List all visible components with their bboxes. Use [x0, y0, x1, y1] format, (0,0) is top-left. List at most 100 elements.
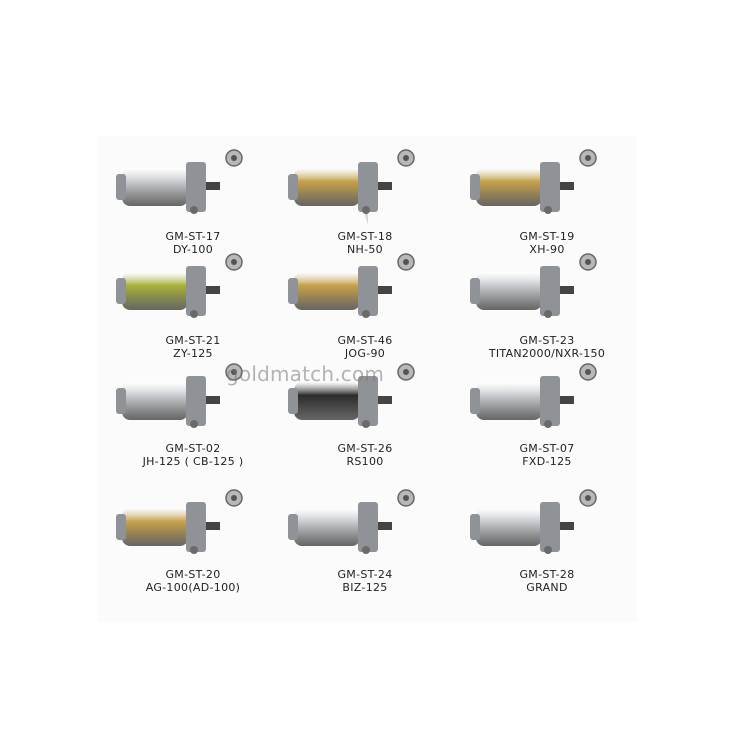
- mounting-hole: [544, 310, 552, 318]
- motor-end-cap: [288, 174, 298, 200]
- motor-body: [476, 168, 542, 206]
- site-watermark: goldmatch.com: [226, 362, 385, 386]
- motor-shaft: [378, 396, 392, 404]
- motor-body: [476, 272, 542, 310]
- motor-end-cap: [116, 514, 126, 540]
- motor-body: [294, 382, 360, 420]
- mounting-hole: [544, 420, 552, 428]
- product-code: GM-ST-46: [337, 334, 393, 347]
- product-code: GM-ST-24: [337, 568, 393, 581]
- motor-body: [122, 382, 188, 420]
- motor-end-cap: [288, 388, 298, 414]
- motor-body: [122, 168, 188, 206]
- motor-end-cap: [288, 278, 298, 304]
- product-model: ZY-125: [173, 347, 213, 360]
- motor-body: [476, 508, 542, 546]
- motor-shaft: [206, 396, 220, 404]
- gear-part: [579, 363, 597, 381]
- starter-motor-image: [116, 489, 243, 554]
- mounting-hole: [190, 420, 198, 428]
- gear-part: [397, 363, 415, 381]
- product-code: GM-ST-21: [165, 334, 221, 347]
- mounting-hole: [362, 310, 370, 318]
- mounting-hole: [190, 546, 198, 554]
- starter-motor-image: [470, 489, 597, 554]
- mounting-hole: [362, 546, 370, 554]
- motor-housing: [358, 162, 378, 212]
- motor-shaft: [560, 522, 574, 530]
- motor-housing: [186, 266, 206, 316]
- mounting-hole: [544, 546, 552, 554]
- gear-part: [225, 363, 243, 381]
- gear-part: [579, 489, 597, 507]
- mounting-hole: [544, 206, 552, 214]
- motor-housing: [358, 502, 378, 552]
- gear-part: [579, 253, 597, 271]
- starter-motor-image: [470, 363, 597, 428]
- motor-body: [294, 168, 360, 206]
- product-model: JH-125 ( CB-125 ): [142, 455, 244, 468]
- motor-shaft: [206, 522, 220, 530]
- gear-part: [225, 489, 243, 507]
- product-code: GM-ST-19: [519, 230, 575, 243]
- motor-body: [122, 508, 188, 546]
- motor-housing: [540, 266, 560, 316]
- motor-housing: [358, 266, 378, 316]
- motor-housing: [358, 376, 378, 426]
- motor-body: [122, 272, 188, 310]
- gear-part: [397, 253, 415, 271]
- motor-end-cap: [116, 278, 126, 304]
- motor-shaft: [560, 182, 574, 190]
- motor-shaft: [206, 182, 220, 190]
- gear-part: [397, 489, 415, 507]
- mounting-hole: [190, 310, 198, 318]
- motor-shaft: [560, 396, 574, 404]
- motor-body: [294, 508, 360, 546]
- motor-housing: [186, 502, 206, 552]
- product-model: JOG-90: [344, 347, 386, 360]
- motor-housing: [186, 376, 206, 426]
- starter-motor-image: [116, 363, 243, 428]
- product-model: NH-50: [347, 243, 383, 256]
- mounting-hole: [362, 206, 370, 214]
- gear-part: [225, 253, 243, 271]
- motor-body: [294, 272, 360, 310]
- starter-motor-image: [288, 489, 415, 554]
- motor-end-cap: [470, 278, 480, 304]
- product-model: DY-100: [172, 243, 214, 256]
- motor-end-cap: [470, 514, 480, 540]
- motor-housing: [540, 376, 560, 426]
- product-code: GM-ST-07: [519, 442, 575, 455]
- product-code: GM-ST-23: [519, 334, 575, 347]
- motor-end-cap: [470, 388, 480, 414]
- motor-end-cap: [116, 388, 126, 414]
- mounting-hole: [362, 420, 370, 428]
- motor-shaft: [560, 286, 574, 294]
- product-model: BIZ-125: [342, 581, 388, 594]
- product-code: GM-ST-17: [165, 230, 221, 243]
- starter-motor-image: [288, 253, 415, 318]
- product-code: GM-ST-28: [519, 568, 575, 581]
- motor-housing: [540, 502, 560, 552]
- motor-end-cap: [288, 514, 298, 540]
- product-model: RS100: [346, 455, 384, 468]
- motor-end-cap: [470, 174, 480, 200]
- starter-motor-image: [116, 253, 243, 318]
- gear-part: [225, 149, 243, 167]
